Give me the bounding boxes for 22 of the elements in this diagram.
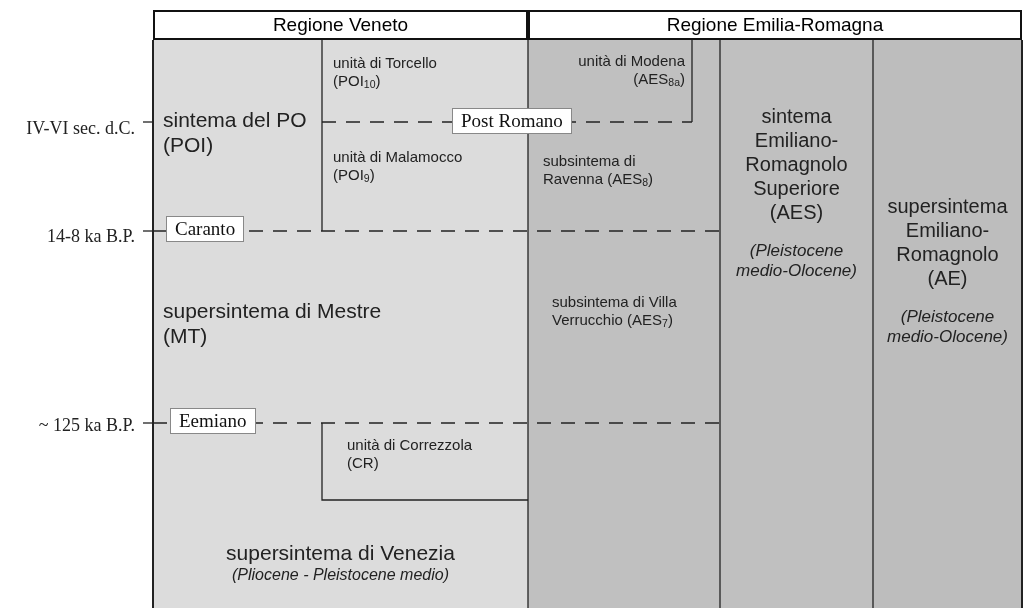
event-label: Caranto (166, 216, 245, 242)
unit-label: supersintema Emiliano-Romagnolo (AE) (886, 194, 1009, 290)
column-header: Regione Emilia-Romagna (528, 10, 1022, 40)
unit-label: subsintema di Villa Verrucchio (AES$_{7}$) (552, 293, 678, 329)
age-range-label: (Pliocene - Pleistocene medio) (231, 565, 450, 585)
unit-label: sintema Emiliano-Romagnolo Superiore (AES) (744, 104, 849, 224)
unit-label: sintema del PO (POI) (163, 107, 308, 158)
unit-label: unità di Correzzola (CR) (347, 436, 474, 472)
age-label: 14-8 ka B.P. (46, 226, 135, 247)
age-label: ~ 125 ka B.P. (37, 415, 135, 436)
unit-label: supersintema di Mestre (MT) (163, 298, 383, 349)
unit-label: unità di Modena (AES$_{8a}$) (577, 52, 685, 88)
unit-label: subsintema di Ravenna (AES$_{8}$) (543, 152, 655, 188)
unit-label: unità di Malamocco (POI$_{9}$) (333, 148, 464, 184)
age-range-label: (Pleistocene medio-Olocene) (735, 241, 858, 282)
column-header: Regione Veneto (153, 10, 528, 40)
event-label: Eemiano (170, 408, 256, 434)
unit-label: supersintema di Venezia (225, 540, 456, 566)
age-label: IV-VI sec. d.C. (25, 118, 135, 139)
unit-label: unità di Torcello (POI$_{10}$) (333, 54, 438, 90)
event-label: Post Romano (452, 108, 572, 134)
age-range-label: (Pleistocene medio-Olocene) (886, 307, 1009, 348)
